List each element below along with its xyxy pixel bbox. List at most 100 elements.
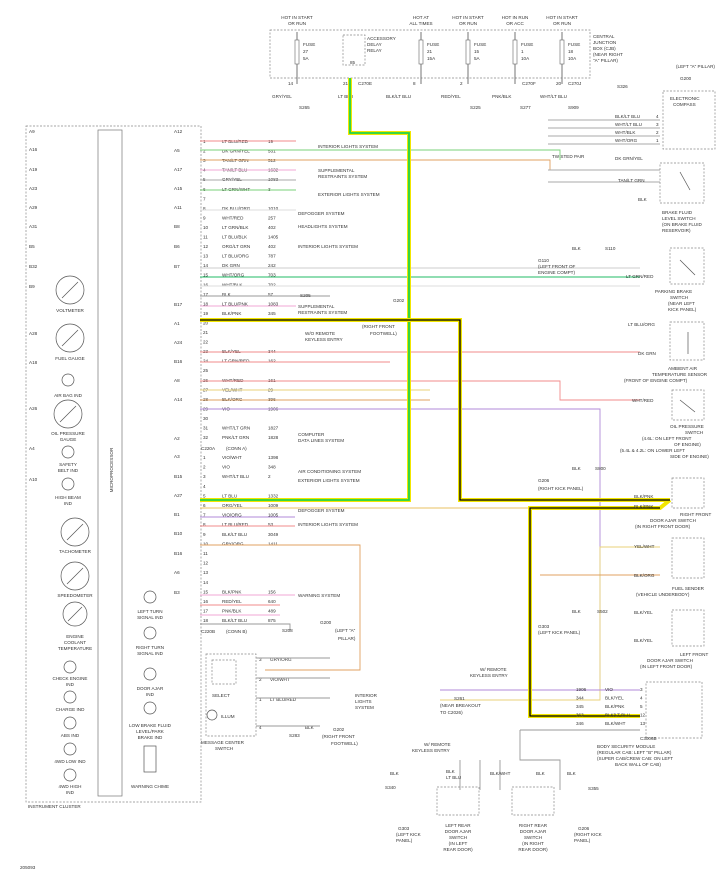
row-color: PNK/BLK <box>222 609 242 614</box>
hot-label-4b: OR ACC <box>506 21 524 26</box>
svg-text:BLK/WHT: BLK/WHT <box>490 771 511 776</box>
left-pin-label: A18 <box>29 360 38 365</box>
row-number: 13 <box>203 254 209 259</box>
svg-text:(LEFT "A" PILLAR): (LEFT "A" PILLAR) <box>676 64 715 69</box>
svg-text:BLK/ORG: BLK/ORG <box>634 573 655 578</box>
row-color: LT BLU/PNK <box>222 301 249 306</box>
svg-text:ENGINE: ENGINE <box>66 634 84 639</box>
row-number: 10 <box>203 541 209 546</box>
row-color: WHT/LT BLU <box>222 474 249 479</box>
mid-pin-label: B16 <box>174 359 183 364</box>
accessory-delay-relay: ACCESSORY DELAY RELAY 85 <box>342 34 396 66</box>
svg-text:KICK PANEL): KICK PANEL) <box>668 307 697 312</box>
gauges: VOLTMETER FUEL GAUGE AIR BAG IND OIL PRE… <box>51 275 172 795</box>
svg-text:SIGNAL IND: SIGNAL IND <box>137 651 164 656</box>
row-number: 6 <box>203 187 206 192</box>
mid-pin-labels: A12A5A17A15A11B8B6B7B17A1A24B16A8A14A2A3… <box>174 129 183 595</box>
mid-pin-label: A27 <box>174 493 183 498</box>
mid-pin-label: B1 <box>174 512 180 517</box>
body-security-module-box <box>645 681 703 739</box>
mid-pin-label: B3 <box>174 590 180 595</box>
row-color: VIO/ORG <box>222 513 242 518</box>
mid-pin-label: B17 <box>174 302 183 307</box>
mid-pin-label: B16 <box>174 551 183 556</box>
svg-text:1: 1 <box>656 138 659 143</box>
svg-text:5A: 5A <box>474 56 481 61</box>
svg-text:RESTRAINTS SYSTEM: RESTRAINTS SYSTEM <box>298 310 347 315</box>
row-color: WHT/RED <box>222 215 244 220</box>
svg-text:(SUPER CAB/CREW CAB: ON LEFT: (SUPER CAB/CREW CAB: ON LEFT <box>597 756 673 761</box>
svg-text:(RIGHT FRONT: (RIGHT FRONT <box>362 324 395 329</box>
row-circuit: 640 <box>268 599 276 604</box>
svg-text:G206: G206 <box>538 478 550 483</box>
svg-text:FUSE: FUSE <box>427 42 439 47</box>
parking-brake-switch-box <box>669 247 705 285</box>
brake-fluid-switch-box <box>659 162 705 204</box>
highlighted-circuit <box>200 78 672 718</box>
mid-pin-label: A14 <box>174 397 183 402</box>
svg-text:S110: S110 <box>605 246 616 251</box>
svg-text:S283: S283 <box>289 733 300 738</box>
row-circuit: 703 <box>268 273 276 278</box>
row-number: 5 <box>203 493 206 498</box>
svg-text:BLK: BLK <box>536 771 546 776</box>
svg-text:BACK WALL OF CAB): BACK WALL OF CAB) <box>615 762 661 767</box>
svg-text:FUEL GAUGE: FUEL GAUGE <box>55 356 84 361</box>
row-number: 21 <box>203 330 209 335</box>
hot-label-5a: HOT IN START <box>546 15 578 20</box>
row-color: LT BLU/RED <box>222 522 249 527</box>
svg-text:BLK/PNK: BLK/PNK <box>634 494 654 499</box>
row-circuit: 531 <box>268 149 276 154</box>
hot-label-4a: HOT IN RUN <box>502 15 529 20</box>
row-circuit: 345 <box>268 311 276 316</box>
svg-text:TAN/LT GRN: TAN/LT GRN <box>618 178 645 183</box>
bsm-color: BLK/LT BLU <box>605 713 630 718</box>
mid-pin-label: A11 <box>174 205 182 210</box>
row-color: LT BLU <box>222 493 237 498</box>
svg-text:JUNCTION: JUNCTION <box>593 40 616 45</box>
rear-door-switches: BLK BLK LT BLU BLK/WHT BLK BLK S340 S355… <box>385 769 603 852</box>
svg-text:S502: S502 <box>597 609 608 614</box>
hot-label-1a: HOT IN START <box>281 15 313 20</box>
svg-text:AIR CONDITIONING SYSTEM: AIR CONDITIONING SYSTEM <box>298 469 361 474</box>
row-circuit: 396 <box>268 397 276 402</box>
svg-text:DK GRN: DK GRN <box>638 351 656 356</box>
cluster-box <box>25 125 202 803</box>
svg-text:(LEFT "A": (LEFT "A" <box>335 628 356 633</box>
row-number: 28 <box>203 397 209 402</box>
row-circuit: 2 <box>268 474 271 479</box>
safety-belt-lamp-icon <box>61 445 75 459</box>
svg-text:COMPUTER: COMPUTER <box>298 432 325 437</box>
svg-text:18: 18 <box>568 49 574 54</box>
svg-text:FUEL SENDER: FUEL SENDER <box>672 586 705 591</box>
row-circuit: 1332 <box>268 493 279 498</box>
row-circuit: 1398 <box>268 455 279 460</box>
svg-text:ENGINE COMPT): ENGINE COMPT) <box>538 270 575 275</box>
row-number: 15 <box>203 273 209 278</box>
row-color: TAN/LT GRN <box>222 158 249 163</box>
wires <box>200 119 660 790</box>
svg-text:LIGHTS: LIGHTS <box>355 699 372 704</box>
svg-text:DATA LINES SYSTEM: DATA LINES SYSTEM <box>298 438 344 443</box>
svg-text:SYSTEM: SYSTEM <box>355 705 374 710</box>
row-number: 15 <box>203 589 209 594</box>
bsm-circuit: 344 <box>576 696 584 701</box>
svg-text:BLK: BLK <box>572 466 582 471</box>
right-components: BRAKE FLUID LEVEL SWITCH (ON BRAKE FLUID… <box>538 156 711 767</box>
svg-text:W/ REMOTE: W/ REMOTE <box>480 667 507 672</box>
left-pin-label: A28 <box>29 331 38 336</box>
microprocessor-label: MICROPROCESSOR <box>109 447 114 492</box>
svg-text:G303: G303 <box>538 624 550 629</box>
row-circuit: 257 <box>268 215 276 220</box>
svg-text:CHARGE IND: CHARGE IND <box>56 707 86 712</box>
svg-text:LT GRN/RED: LT GRN/RED <box>626 274 654 279</box>
svg-text:BLK: BLK <box>572 246 582 251</box>
svg-text:BLK: BLK <box>572 609 582 614</box>
row-circuit: 489 <box>268 609 276 614</box>
row-circuit: 3049 <box>268 532 279 537</box>
row-number: 3 <box>203 474 206 479</box>
row-number: 11 <box>203 551 208 556</box>
svg-text:INTERIOR LIGHTS SYSTEM: INTERIOR LIGHTS SYSTEM <box>318 144 378 149</box>
row-circuit: 1010 <box>268 206 279 211</box>
